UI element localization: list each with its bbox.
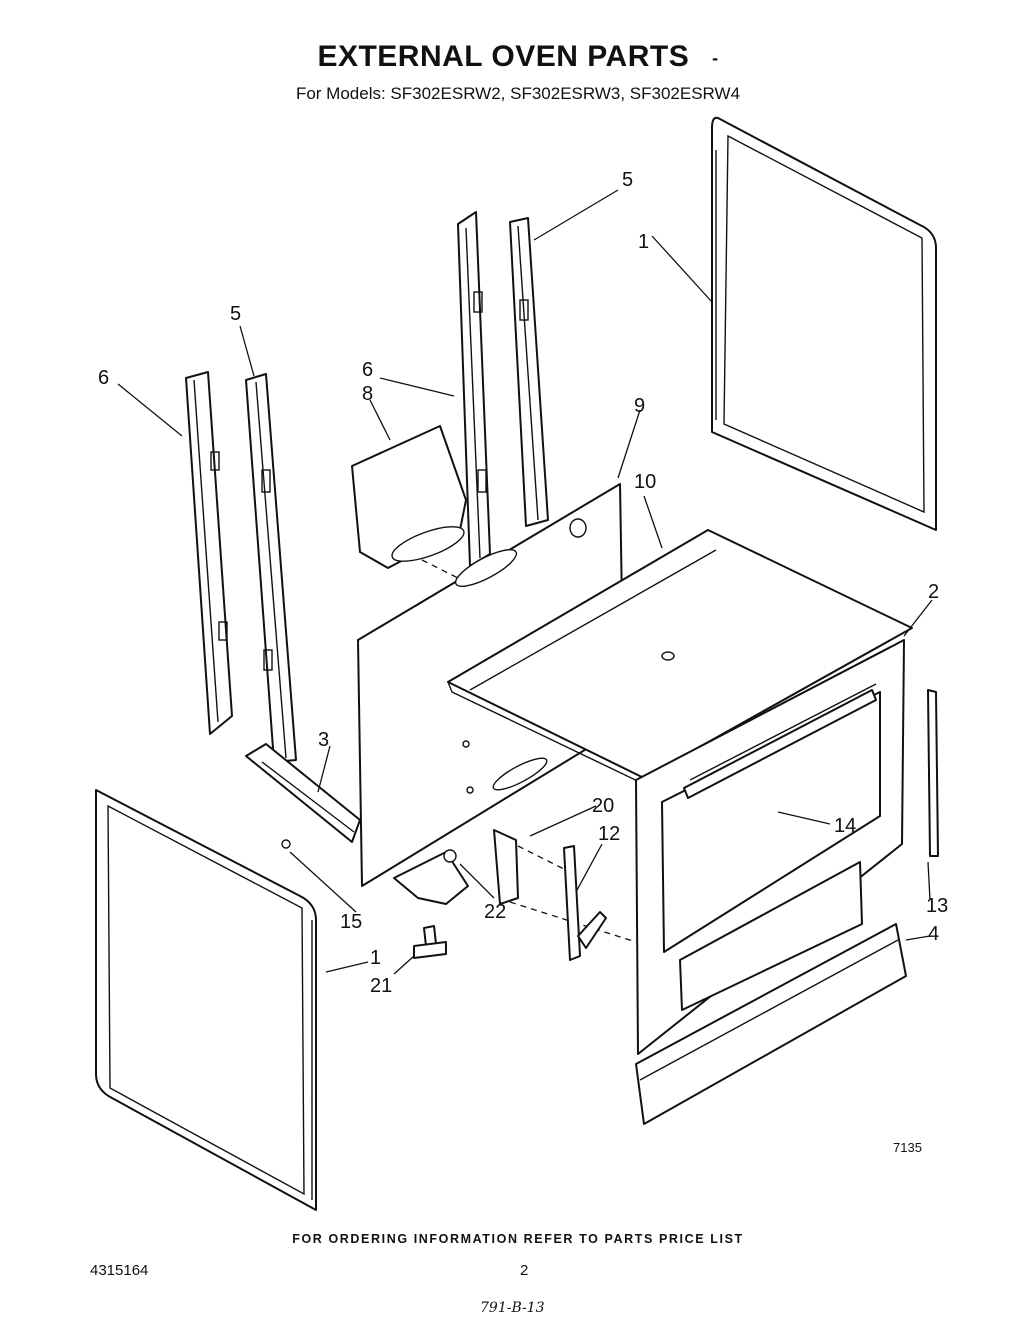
callout-5-right: 5 <box>622 169 633 191</box>
callout-1-right: 1 <box>638 231 649 253</box>
callout-4: 4 <box>928 923 939 945</box>
callout-5-left: 5 <box>230 303 241 325</box>
callout-2: 2 <box>928 581 939 603</box>
leader-lines <box>117 189 933 975</box>
base-trim <box>245 743 361 843</box>
top-panel <box>447 529 913 788</box>
callout-labels: 1 5 5 6 6 8 9 10 2 14 3 20 12 22 13 4 15… <box>98 169 948 997</box>
callout-8: 8 <box>362 383 373 405</box>
screw <box>281 839 291 849</box>
document-number: 4315164 <box>90 1262 149 1279</box>
bracket <box>493 829 637 943</box>
ordering-note: FOR ORDERING INFORMATION REFER TO PARTS … <box>292 1232 744 1246</box>
callout-14: 14 <box>834 815 856 837</box>
front-upright-left <box>185 371 233 735</box>
callout-12: 12 <box>598 823 620 845</box>
title-mark: - <box>712 47 719 68</box>
side-trim <box>927 689 939 857</box>
callout-6-left: 6 <box>98 367 109 389</box>
callout-6-center: 6 <box>362 359 373 381</box>
callout-10: 10 <box>634 471 656 493</box>
title-text: EXTERNAL OVEN PARTS <box>317 40 690 73</box>
rear-upright-left <box>245 373 297 763</box>
front-upright-center <box>457 211 491 567</box>
callout-22: 22 <box>484 901 506 923</box>
callout-1-left: 1 <box>370 947 381 969</box>
upper-trim <box>683 689 877 799</box>
page-title: EXTERNAL OVEN PARTS - <box>0 40 1036 74</box>
side-panel-left <box>95 789 317 1211</box>
handwritten-note: 791-B-13 <box>480 1300 545 1316</box>
hinge <box>563 845 607 961</box>
callout-20: 20 <box>592 795 614 817</box>
callout-21: 21 <box>370 975 392 997</box>
leveling-leg <box>413 925 447 959</box>
callout-9: 9 <box>634 395 645 417</box>
toe-kick <box>635 923 907 1125</box>
callout-3: 3 <box>318 729 329 751</box>
callout-15: 15 <box>340 911 362 933</box>
callout-13: 13 <box>926 895 948 917</box>
rear-upright-right <box>509 217 549 527</box>
clip-assembly <box>393 849 469 905</box>
side-panel-right <box>711 116 937 531</box>
model-subtitle: For Models: SF302ESRW2, SF302ESRW3, SF30… <box>295 84 741 103</box>
figure-number: 7135 <box>893 1140 922 1155</box>
page-number: 2 <box>520 1262 529 1279</box>
front-frame <box>635 639 905 1055</box>
